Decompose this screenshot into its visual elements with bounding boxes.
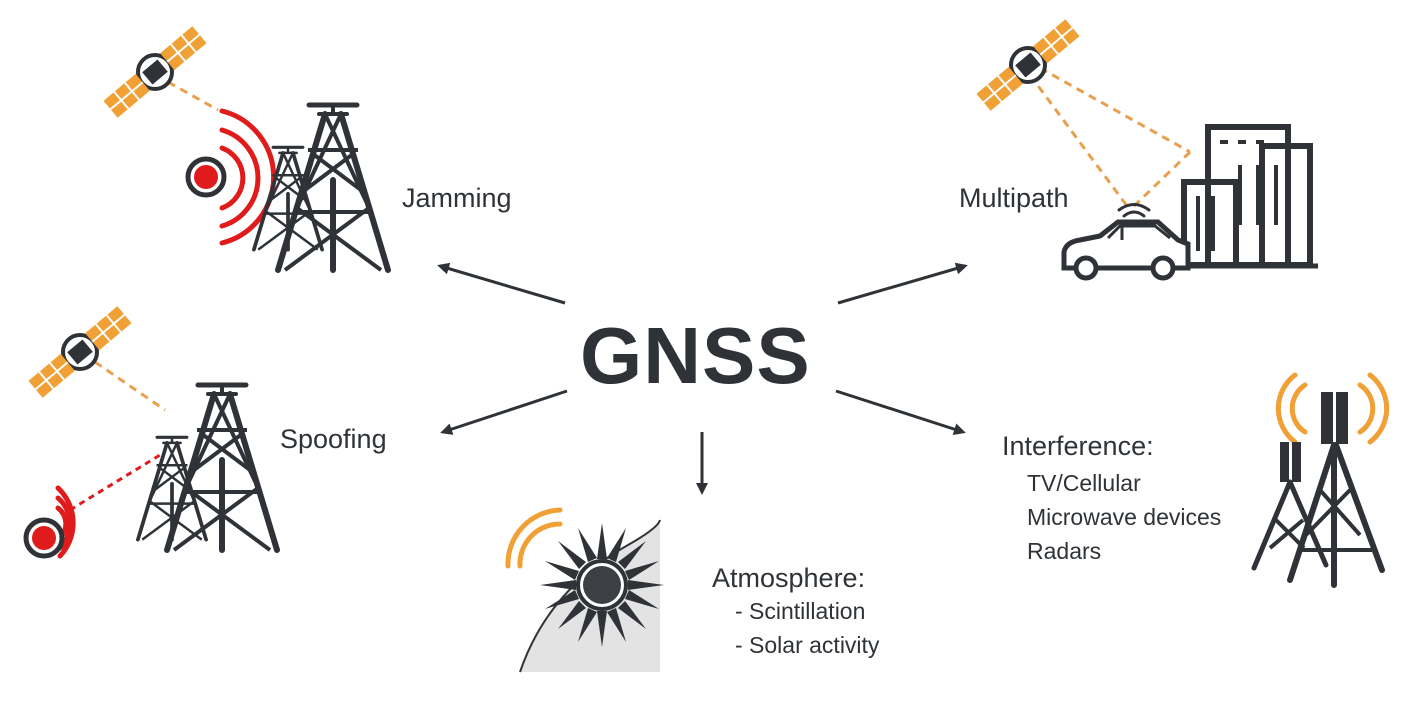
arrow-to-jamming [437, 262, 566, 305]
satellite-icon [26, 304, 134, 400]
spoof-signal-line [69, 453, 161, 512]
interference-item: Radars [1027, 538, 1102, 564]
sun-icon [540, 523, 664, 647]
signal-dashed-line [1028, 74, 1132, 211]
atmosphere-illustration [505, 507, 664, 673]
multipath-illustration [974, 17, 1318, 281]
building-icon [1172, 124, 1318, 269]
interference-label: Interference: [1002, 431, 1154, 461]
jammer-icon [188, 159, 224, 195]
arrow-to-interference [835, 389, 966, 435]
jamming-label: Jamming [402, 183, 512, 213]
interference-item: TV/Cellular [1027, 470, 1141, 496]
arrow-to-multipath [837, 262, 968, 305]
atmosphere-item: - Scintillation [735, 598, 866, 624]
atmosphere-label: Atmosphere: [712, 563, 866, 593]
signal-waves-icon [1275, 372, 1390, 445]
signal-dashed-line [94, 360, 166, 412]
signal-dashed-line [167, 80, 219, 112]
satellite-icon [101, 24, 209, 120]
spoofing-label: Spoofing [280, 424, 387, 454]
car-icon [1061, 219, 1191, 281]
multipath-label: Multipath [959, 183, 1069, 213]
antenna-signal-icon [1117, 203, 1151, 218]
interference-illustration [1251, 372, 1390, 588]
jammer-icon [26, 520, 62, 556]
center-title: GNSS [580, 311, 811, 400]
signal-dashed-line [1039, 66, 1191, 154]
arrow-to-spoofing [440, 389, 568, 435]
signal-waves-icon [505, 507, 563, 569]
cell-tower-icon [1251, 392, 1385, 588]
arrows [437, 262, 968, 495]
jamming-waves-icon [219, 108, 277, 246]
radio-tower-icon [278, 105, 388, 270]
interference-item: Microwave devices [1027, 504, 1222, 530]
spoofing-illustration [26, 304, 277, 559]
jamming-illustration [101, 24, 388, 270]
atmosphere-item: - Solar activity [735, 632, 880, 658]
satellite-icon [974, 17, 1082, 113]
